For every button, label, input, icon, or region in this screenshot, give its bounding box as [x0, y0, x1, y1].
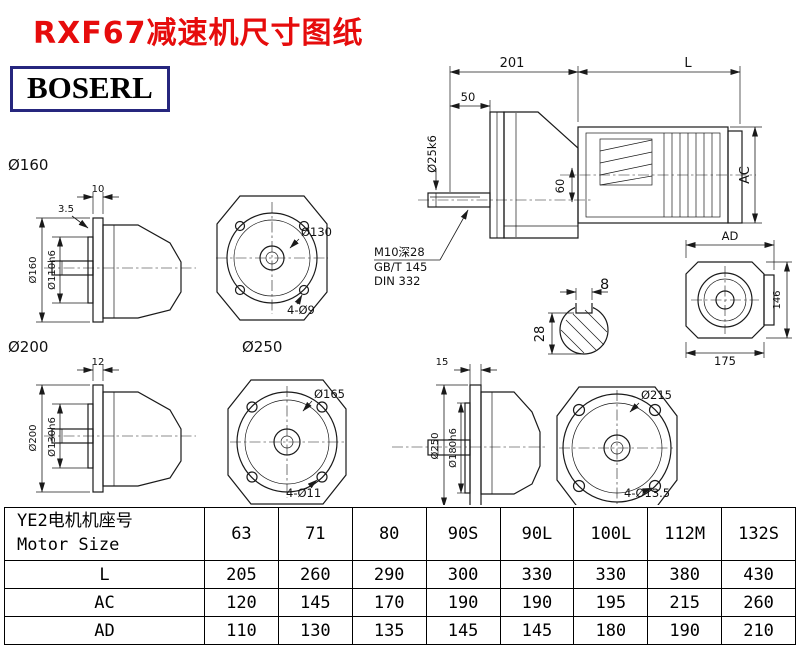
flange250-face-view: Ø215 4-Ø13.5 — [556, 386, 678, 505]
flange250-boltcircle-label: Ø215 — [641, 388, 672, 402]
flange160-boltcircle-label: Ø130 — [301, 225, 332, 239]
table-cell: 290 — [351, 560, 427, 589]
table-cell: 180 — [573, 616, 649, 645]
table-cell: 330 — [573, 560, 649, 589]
table-cell: 215 — [647, 588, 723, 617]
dim-146-label: 146 — [772, 290, 783, 309]
table-header-cell: YE2电机机座号 Motor Size — [4, 507, 205, 561]
table-row: AD 110 130 135 145 145 180 190 210 — [4, 616, 796, 645]
note-gb-standard-label: GB/T 145 — [374, 260, 427, 274]
table-cell: 260 — [721, 588, 796, 617]
flange160-step-label: 3.5 — [58, 204, 74, 215]
flange160-group-label: Ø160 — [8, 156, 48, 174]
assembly-side-view: 201 L 50 Ø25k6 60 AC M10深28 GB/T 145 DIN… — [374, 56, 762, 288]
note-din-standard-label: DIN 332 — [374, 274, 420, 288]
table-cell: 190 — [425, 588, 501, 617]
table-cell: 430 — [721, 560, 796, 589]
table-cell: 135 — [351, 616, 427, 645]
table-cell: 110 — [204, 616, 279, 645]
flange200-face-view: Ø165 4-Ø11 — [227, 379, 347, 505]
flange160-dia-label: Ø160 — [27, 257, 39, 284]
table-cell: 210 — [721, 616, 796, 645]
dim-201-label: 201 — [500, 56, 525, 71]
table-header-en: Motor Size — [17, 535, 120, 555]
flange250-thickness-label: 15 — [436, 357, 449, 368]
table-cell: 120 — [204, 588, 279, 617]
flange160-spigot-label: Ø110h6 — [46, 250, 58, 290]
flange250-dia-label: Ø250 — [429, 433, 441, 460]
table-cell: 300 — [425, 560, 501, 589]
table-cell: 195 — [573, 588, 649, 617]
shaft-key-section-view: 8 28 — [533, 277, 609, 355]
flange200-group-label: Ø200 — [8, 338, 48, 356]
table-cell: 90S — [425, 507, 501, 561]
table-cell: 112M — [647, 507, 723, 561]
table-cell: 205 — [204, 560, 279, 589]
page-title: RXF67减速机尺寸图纸 — [33, 16, 364, 51]
key-width-label: 8 — [600, 277, 609, 293]
table-cell: 330 — [499, 560, 575, 589]
note-thread-label: M10深28 — [374, 245, 425, 259]
flange250-spigot-label: Ø180h6 — [447, 428, 459, 468]
table-cell: 170 — [351, 588, 427, 617]
flange200-dia-label: Ø200 — [27, 425, 39, 452]
flange160-thickness-label: 10 — [92, 184, 105, 195]
motor-dimension-table: YE2电机机座号 Motor Size 63 71 80 90S 90L 100… — [4, 507, 796, 645]
dim-50-label: 50 — [461, 90, 476, 104]
flange160-holes-label: 4-Ø9 — [287, 303, 315, 317]
table-cell: 380 — [647, 560, 723, 589]
table-cell: 145 — [425, 616, 501, 645]
flange250-holes-label: 4-Ø13.5 — [624, 486, 670, 500]
table-row: L 205 260 290 300 330 330 380 430 — [4, 560, 796, 589]
key-depth-label: 28 — [533, 326, 548, 343]
flange200-holes-label: 4-Ø11 — [286, 486, 321, 500]
table-cell: 71 — [277, 507, 353, 561]
row-label: AD — [4, 616, 205, 645]
table-cell: 260 — [277, 560, 353, 589]
shaft-dia-label: Ø25k6 — [425, 135, 439, 173]
table-cell: 190 — [647, 616, 723, 645]
brand-logo: BOSERL — [10, 66, 170, 112]
table-cell: 80 — [351, 507, 427, 561]
table-cell: 190 — [499, 588, 575, 617]
table-cell: 132S — [721, 507, 796, 561]
motor-end-view: AD 146 175 — [685, 229, 792, 368]
table-row: AC 120 145 170 190 190 195 215 260 — [4, 588, 796, 617]
flange200-thickness-label: 12 — [92, 357, 105, 368]
table-cell: 63 — [204, 507, 279, 561]
table-cell: 145 — [277, 588, 353, 617]
flange200-side-view: Ø200 12 Ø200 Ø130h6 — [8, 338, 196, 493]
row-label: L — [4, 560, 205, 589]
dim-60-label: 60 — [553, 179, 567, 194]
technical-drawing: 201 L 50 Ø25k6 60 AC M10深28 GB/T 145 DIN… — [8, 56, 792, 505]
dim-l-label: L — [684, 56, 692, 71]
table-cell: 130 — [277, 616, 353, 645]
table-cell: 90L — [499, 507, 575, 561]
table-cell: 100L — [573, 507, 649, 561]
flange160-face-view: Ø130 4-Ø9 — [216, 195, 332, 321]
table-header-cn: YE2电机机座号 — [17, 511, 133, 532]
table-header-row: YE2电机机座号 Motor Size 63 71 80 90S 90L 100… — [4, 507, 796, 561]
flange250-side-view: Ø250 15 Ø250 Ø180h6 — [242, 338, 548, 505]
flange200-spigot-label: Ø130h6 — [46, 417, 58, 457]
dim-ad-label: AD — [722, 229, 739, 243]
flange200-boltcircle-label: Ø165 — [314, 387, 345, 401]
table-cell: 145 — [499, 616, 575, 645]
dim-175-label: 175 — [714, 354, 736, 368]
row-label: AC — [4, 588, 205, 617]
flange250-group-label: Ø250 — [242, 338, 282, 356]
dim-ac-label: AC — [738, 166, 753, 184]
flange160-side-view: Ø160 10 3.5 Ø160 Ø110h6 — [8, 156, 196, 323]
